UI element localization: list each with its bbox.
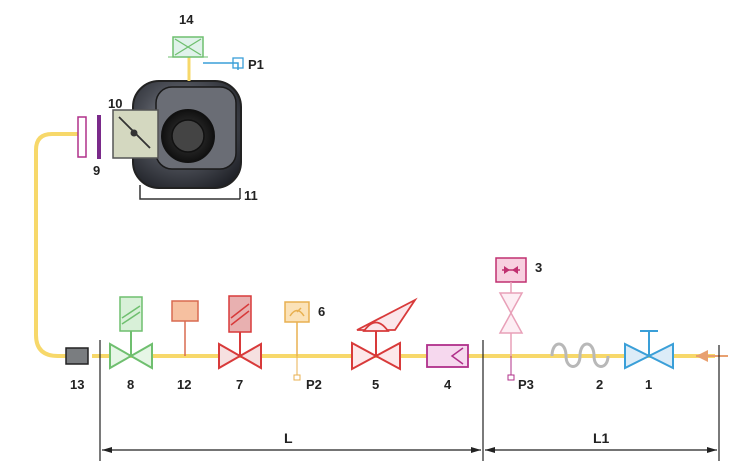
label-5: 5: [372, 377, 379, 392]
component-2-flex-hose: 2: [550, 342, 610, 392]
dimension-l1: L1: [485, 345, 720, 461]
label-2: 2: [596, 377, 603, 392]
dimension-l: L: [99, 340, 484, 461]
component-10-gate-valve: 10: [108, 96, 159, 159]
label-6: 6: [318, 304, 325, 319]
component-5-regulator: 5: [351, 297, 418, 392]
label-12: 12: [177, 377, 191, 392]
label-dim-l1: L1: [593, 430, 610, 446]
port-p1: P1: [203, 57, 264, 72]
label-3: 3: [535, 260, 542, 275]
label-10: 10: [108, 96, 122, 111]
label-13: 13: [70, 377, 84, 392]
component-6-sensor: 6: [284, 301, 325, 356]
component-3-valve: 3: [495, 257, 542, 356]
component-7-valve: 7: [218, 295, 262, 392]
label-14: 14: [179, 12, 194, 27]
label-p1: P1: [248, 57, 264, 72]
port-p3: P3: [507, 356, 534, 392]
component-11-vacuum-chamber: 11: [132, 80, 258, 203]
label-9: 9: [93, 163, 100, 178]
label-p3: P3: [518, 377, 534, 392]
component-14-gauge: 14: [168, 12, 208, 81]
label-7: 7: [236, 377, 243, 392]
main-pipe: [34, 132, 715, 358]
label-4: 4: [444, 377, 452, 392]
port-p2: P2: [293, 356, 322, 392]
flow-arrow-icon: [696, 350, 728, 362]
label-1: 1: [645, 377, 652, 392]
component-1-manual-valve: 1: [624, 330, 674, 392]
label-8: 8: [127, 377, 134, 392]
component-4-filter: 4: [426, 344, 469, 392]
component-9-window: 9: [77, 115, 101, 178]
label-p2: P2: [306, 377, 322, 392]
component-12-gauge: 12: [171, 300, 199, 392]
label-dim-l: L: [284, 430, 293, 446]
label-11: 11: [244, 188, 258, 203]
component-8-valve: 8: [109, 296, 153, 392]
component-13-filter: 13: [65, 347, 89, 392]
